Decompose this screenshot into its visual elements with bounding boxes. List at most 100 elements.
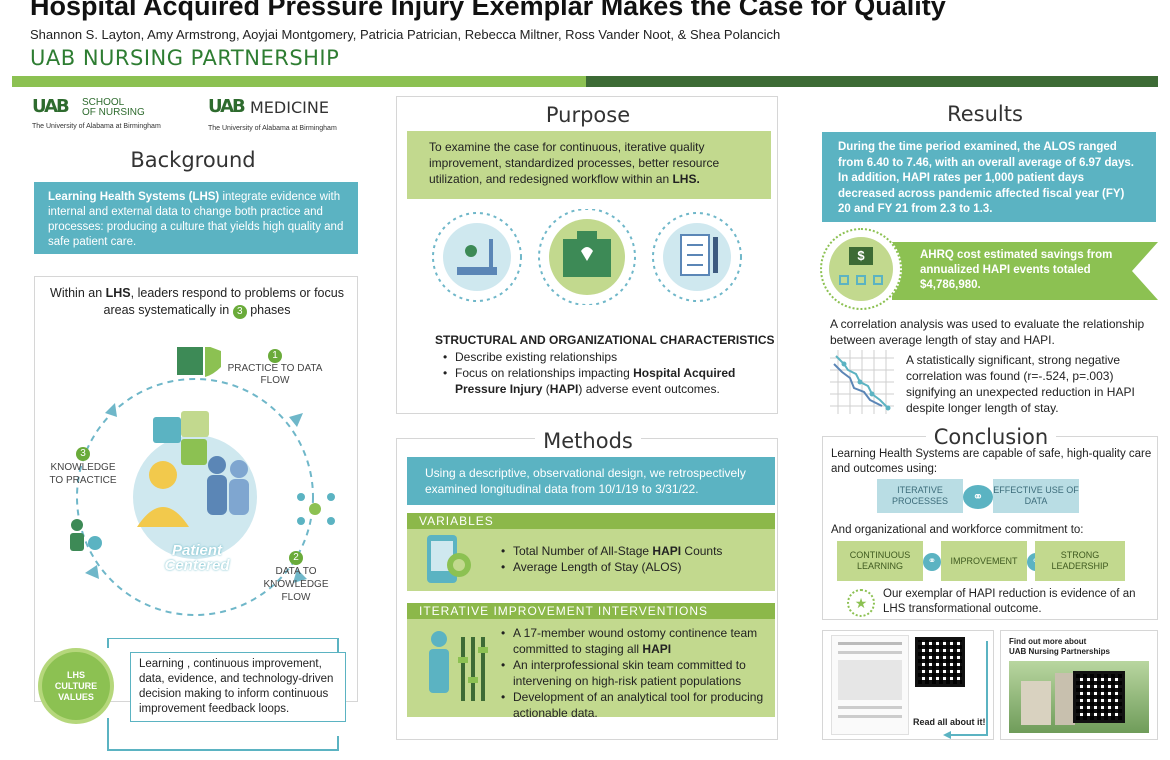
author-list: Shannon S. Layton, Amy Armstrong, Aoyjai…	[30, 27, 781, 42]
list-item: Average Length of Stay (ALOS)	[499, 559, 769, 575]
conclusion-heading-text: Conclusion	[925, 425, 1057, 449]
puzzle-piece-icon	[153, 417, 181, 443]
lhs-culture-values-badge: LHS CULTURE VALUES	[42, 652, 110, 720]
cycle-intro-text: Within an	[50, 286, 106, 300]
list-item-text: Focus on relationships impacting	[455, 366, 634, 380]
effective-use-of-data-chip: EFFECTIVE USE OF DATA	[993, 479, 1079, 513]
list-item-text: A 17-member wound ostomy continence team…	[513, 626, 758, 656]
badge-line: LHS	[67, 669, 85, 680]
person-body-icon	[70, 533, 84, 551]
logo-subtitle: The University of Alabama at Birmingham	[208, 125, 337, 132]
header-bar-dark	[586, 76, 1158, 87]
list-item-bold: HAPI	[642, 642, 672, 656]
uab-mark: UAB	[208, 96, 246, 117]
logo-word-medicine: MEDICINE	[250, 98, 329, 117]
list-item: Focus on relationships impacting Hospita…	[441, 365, 761, 397]
logo-subtitle: The University of Alabama at Birmingham	[32, 123, 161, 130]
interventions-box: A 17-member wound ostomy continence team…	[407, 619, 775, 720]
purpose-text: To examine the case for continuous, iter…	[429, 140, 720, 186]
read-all-link[interactable]: Read all about it!	[913, 717, 986, 727]
variables-box: Total Number of All-Stage HAPI Counts Av…	[407, 529, 775, 591]
person-icon	[71, 519, 83, 531]
network-node-icon	[297, 493, 305, 501]
lhs-definition-box: Learning Health Systems (LHS) integrate …	[34, 182, 358, 254]
methods-heading: Methods	[397, 429, 779, 453]
list-item-text: (	[542, 382, 550, 396]
commitment-intro: And organizational and workforce commitm…	[831, 524, 1084, 536]
family-body-icon	[229, 479, 249, 515]
lhs-definition: integrate evidence with internal and ext…	[48, 191, 344, 248]
variables-list: Total Number of All-Stage HAPI Counts Av…	[499, 543, 769, 575]
cycle-arrow	[293, 569, 307, 583]
list-item: Describe existing relationships	[441, 349, 761, 365]
hospital-building-icon	[177, 347, 203, 375]
badge-line: VALUES	[58, 691, 94, 702]
strong-leadership-chip: STRONG LEADERSHIP	[1035, 541, 1125, 581]
badge-line: CULTURE	[54, 680, 98, 691]
methods-panel: Methods Using a descriptive, observation…	[396, 429, 778, 740]
puzzle-piece-icon	[181, 411, 209, 437]
phase-1-label: PRACTICE TO DATA FLOW	[227, 363, 323, 386]
phase-2-number: 2	[289, 551, 303, 565]
cycle-intro-text: phases	[246, 303, 291, 317]
dollar-network-icon: $	[829, 237, 893, 301]
cycle-arrow	[85, 565, 99, 579]
find-out-line: Find out more about	[1009, 637, 1087, 646]
paper-thumbnail	[831, 635, 909, 735]
phase-3-number: 3	[76, 447, 90, 461]
exemplar-text: Our exemplar of HAPI reduction is eviden…	[883, 588, 1136, 615]
qr-code[interactable]	[1073, 671, 1125, 723]
find-out-more: Find out more about UAB Nursing Partners…	[1009, 637, 1155, 657]
star-badge-icon: ★	[847, 589, 875, 617]
phase-2-label: DATA TO KNOWLEDGE FLOW	[263, 566, 329, 603]
partnership-name: UAB NURSING PARTNERSHIP	[30, 46, 340, 70]
methods-heading-text: Methods	[535, 429, 641, 453]
list-item-bold: HAPI	[652, 544, 682, 558]
interventions-heading: ITERATIVE IMPROVEMENT INTERVENTIONS	[407, 603, 775, 619]
list-item-text: ) adverse event outcomes.	[578, 382, 720, 396]
background-column: UAB SCHOOL OF NURSING The University of …	[12, 90, 374, 753]
conclusion-intro: Learning Health Systems are capable of s…	[831, 448, 1152, 475]
publication-card[interactable]: Read all about it!	[822, 630, 994, 740]
purpose-statement: To examine the case for continuous, iter…	[407, 131, 771, 199]
list-item: A 17-member wound ostomy continence team…	[499, 625, 769, 657]
improvement-chip: IMPROVEMENT	[941, 541, 1027, 581]
phase-1: 1 PRACTICE TO DATA FLOW	[225, 349, 325, 387]
uab-mark: UAB	[32, 96, 70, 117]
savings-icon-ring: $	[820, 228, 902, 310]
purpose-lhs: LHS.	[672, 172, 700, 186]
phase-count-badge: 3	[232, 305, 247, 319]
savings-text: AHRQ cost estimated savings from annuali…	[920, 249, 1113, 291]
phase-3-label: KNOWLEDGE TO PRACTICE	[49, 462, 117, 486]
shield-icon	[205, 347, 221, 377]
iterative-processes-chip: ITERATIVE PROCESSES	[877, 479, 963, 513]
poster-title: Hospital Acquired Pressure Injury Exempl…	[30, 0, 946, 21]
phase-2: 2 DATA TO KNOWLEDGE FLOW	[253, 551, 339, 604]
qr-code[interactable]	[915, 637, 965, 687]
cycle-intro-text: , leaders respond to problems or focus a…	[103, 286, 344, 317]
correlation-scatter-icon	[830, 350, 894, 414]
characteristics-heading: STRUCTURAL AND ORGANIZATIONAL CHARACTERI…	[435, 333, 775, 347]
results-heading: Results	[947, 102, 1023, 126]
phase-1-number: 1	[268, 349, 282, 363]
find-out-line: UAB Nursing Partnerships	[1009, 647, 1110, 656]
list-item-bold: HAPI	[549, 382, 579, 396]
link-icon: ⚭	[963, 485, 993, 509]
arrow-lines	[943, 641, 988, 739]
background-heading: Background	[130, 148, 256, 172]
cycle-arrow	[105, 403, 117, 417]
methods-intro: Using a descriptive, observational desig…	[407, 457, 775, 505]
phase-3: 3 KNOWLEDGE TO PRACTICE	[43, 447, 123, 487]
correlation-result: A statistically significant, strong nega…	[906, 353, 1135, 415]
logo-word-school: SCHOOL	[82, 97, 125, 108]
list-item: Development of an analytical tool for pr…	[499, 689, 769, 721]
culture-loop-lines	[107, 638, 339, 751]
list-item-bold: Hospital Acquired Pressure Injury	[455, 366, 736, 396]
lhs-term: Learning Health Systems (LHS)	[48, 191, 220, 203]
logo-word-nursing: OF NURSING	[82, 107, 145, 118]
header-bar-light	[12, 76, 586, 87]
list-item: An interprofessional skin team committed…	[499, 657, 769, 689]
partnership-card[interactable]: Find out more about UAB Nursing Partners…	[1000, 630, 1158, 740]
uab-medicine-logo: UAB MEDICINE The University of Alabama a…	[208, 96, 358, 132]
interventions-list: A 17-member wound ostomy continence team…	[499, 625, 769, 721]
